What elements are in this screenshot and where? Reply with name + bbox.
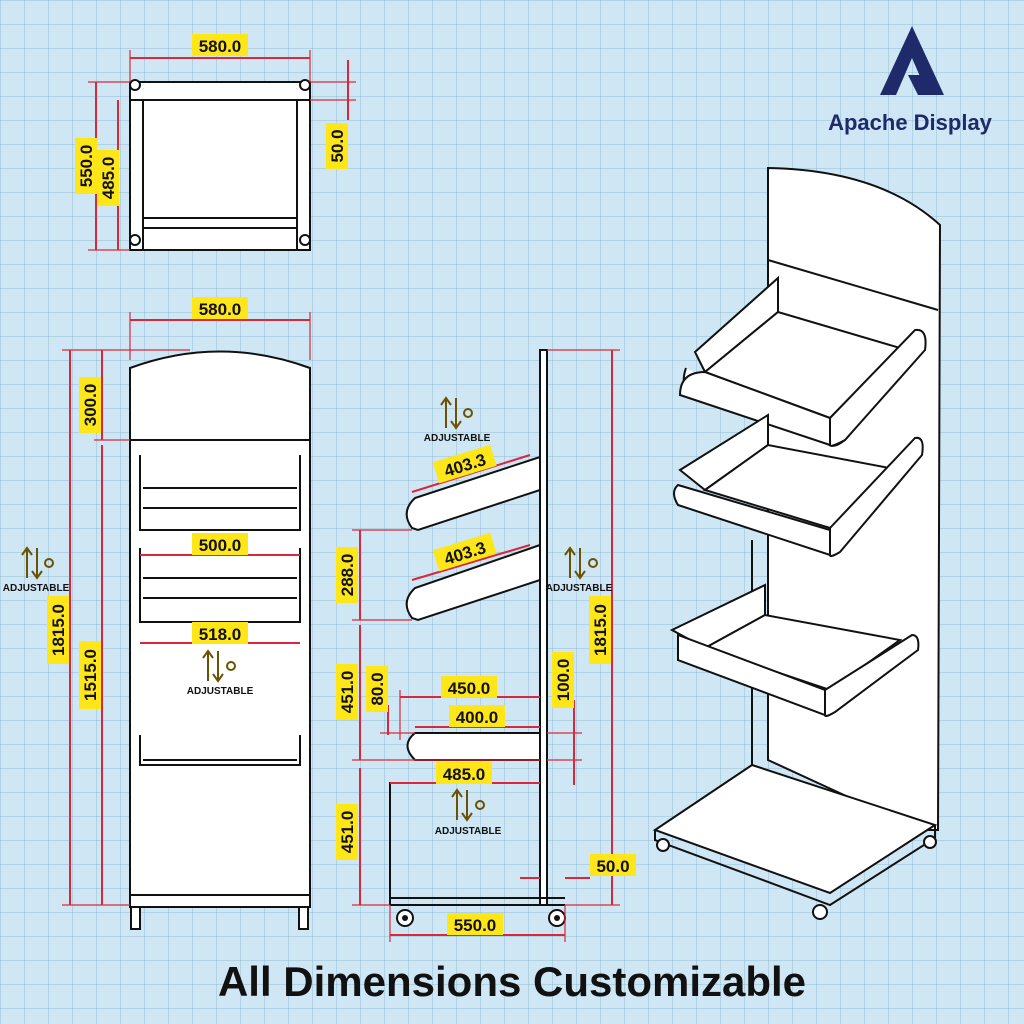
svg-text:50.0: 50.0 (328, 129, 347, 162)
svg-text:ADJUSTABLE: ADJUSTABLE (3, 583, 70, 594)
gear-icon (475, 800, 485, 810)
svg-text:ADJUSTABLE: ADJUSTABLE (187, 686, 254, 697)
dim-label-side-total-height: 1815.0 (589, 596, 611, 664)
dim-label-top-inner-depth: 485.0 (97, 150, 119, 206)
svg-text:300.0: 300.0 (81, 384, 100, 427)
svg-text:485.0: 485.0 (443, 765, 486, 784)
logo-mark-accent-icon (908, 75, 935, 95)
top-view (88, 50, 356, 251)
dim-label-side-tray-100: 100.0 (552, 652, 574, 708)
svg-text:400.0: 400.0 (456, 708, 499, 727)
svg-text:518.0: 518.0 (199, 625, 242, 644)
adjustable-indicator-4: ADJUSTABLE (546, 546, 613, 594)
svg-text:451.0: 451.0 (338, 671, 357, 714)
gear-icon (463, 408, 473, 418)
dim-label-front-header: 300.0 (79, 377, 101, 433)
dim-label-front-frame-height: 1515.0 (79, 641, 101, 709)
dim-label-top-side: 50.0 (326, 123, 348, 169)
svg-text:80.0: 80.0 (368, 672, 387, 705)
svg-text:50.0: 50.0 (596, 857, 629, 876)
brand-logo: Apache Display (828, 26, 993, 135)
dim-label-side-base-550: 550.0 (447, 913, 503, 935)
adjustable-indicator-1: ADJUSTABLE (424, 396, 491, 444)
svg-text:450.0: 450.0 (448, 679, 491, 698)
adjustable-indicator-5: ADJUSTABLE (435, 788, 502, 837)
svg-text:ADJUSTABLE: ADJUSTABLE (424, 433, 491, 444)
dim-label-side-lip-80: 80.0 (366, 666, 388, 712)
svg-text:ADJUSTABLE: ADJUSTABLE (435, 826, 502, 837)
dim-label-side-tray-450: 450.0 (441, 676, 497, 698)
footer-caption: All Dimensions Customizable (218, 958, 806, 1005)
svg-text:500.0: 500.0 (199, 536, 242, 555)
svg-text:580.0: 580.0 (199, 37, 242, 56)
isometric-view (652, 166, 942, 920)
dim-label-side-tray-400: 400.0 (449, 705, 505, 727)
dim-label-front-total-height: 1815.0 (47, 596, 69, 664)
svg-text:451.0: 451.0 (338, 811, 357, 854)
dim-label-side-tray-485: 485.0 (436, 762, 492, 784)
gear-icon (44, 558, 54, 568)
svg-text:1515.0: 1515.0 (81, 649, 100, 701)
dim-label-side-base-50: 50.0 (590, 854, 636, 876)
dim-label-side-gap-451-lower: 451.0 (336, 804, 358, 860)
dim-label-side-gap-288: 288.0 (336, 547, 358, 603)
dim-label-top-width: 580.0 (192, 34, 248, 56)
dim-label-front-shelf-inner-width: 518.0 (192, 622, 248, 644)
dim-label-top-depth: 550.0 (75, 138, 97, 194)
dim-label-front-shelf-width: 500.0 (192, 533, 248, 555)
svg-text:100.0: 100.0 (554, 659, 573, 702)
svg-text:580.0: 580.0 (199, 300, 242, 319)
gear-icon (588, 558, 598, 568)
logo-mark-icon (880, 26, 944, 95)
brand-name: Apache Display (828, 110, 993, 135)
svg-text:485.0: 485.0 (99, 157, 118, 200)
dim-label-side-gap-451-upper: 451.0 (336, 664, 358, 720)
svg-text:288.0: 288.0 (338, 554, 357, 597)
svg-text:1815.0: 1815.0 (591, 604, 610, 656)
gear-icon (226, 661, 236, 671)
adjustable-indicator-2: ADJUSTABLE (3, 546, 70, 594)
svg-text:1815.0: 1815.0 (49, 604, 68, 656)
adjustable-indicator-3: ADJUSTABLE (187, 649, 254, 697)
svg-text:550.0: 550.0 (77, 145, 96, 188)
svg-text:ADJUSTABLE: ADJUSTABLE (546, 583, 613, 594)
dim-label-front-width: 580.0 (192, 297, 248, 319)
svg-text:550.0: 550.0 (454, 916, 497, 935)
